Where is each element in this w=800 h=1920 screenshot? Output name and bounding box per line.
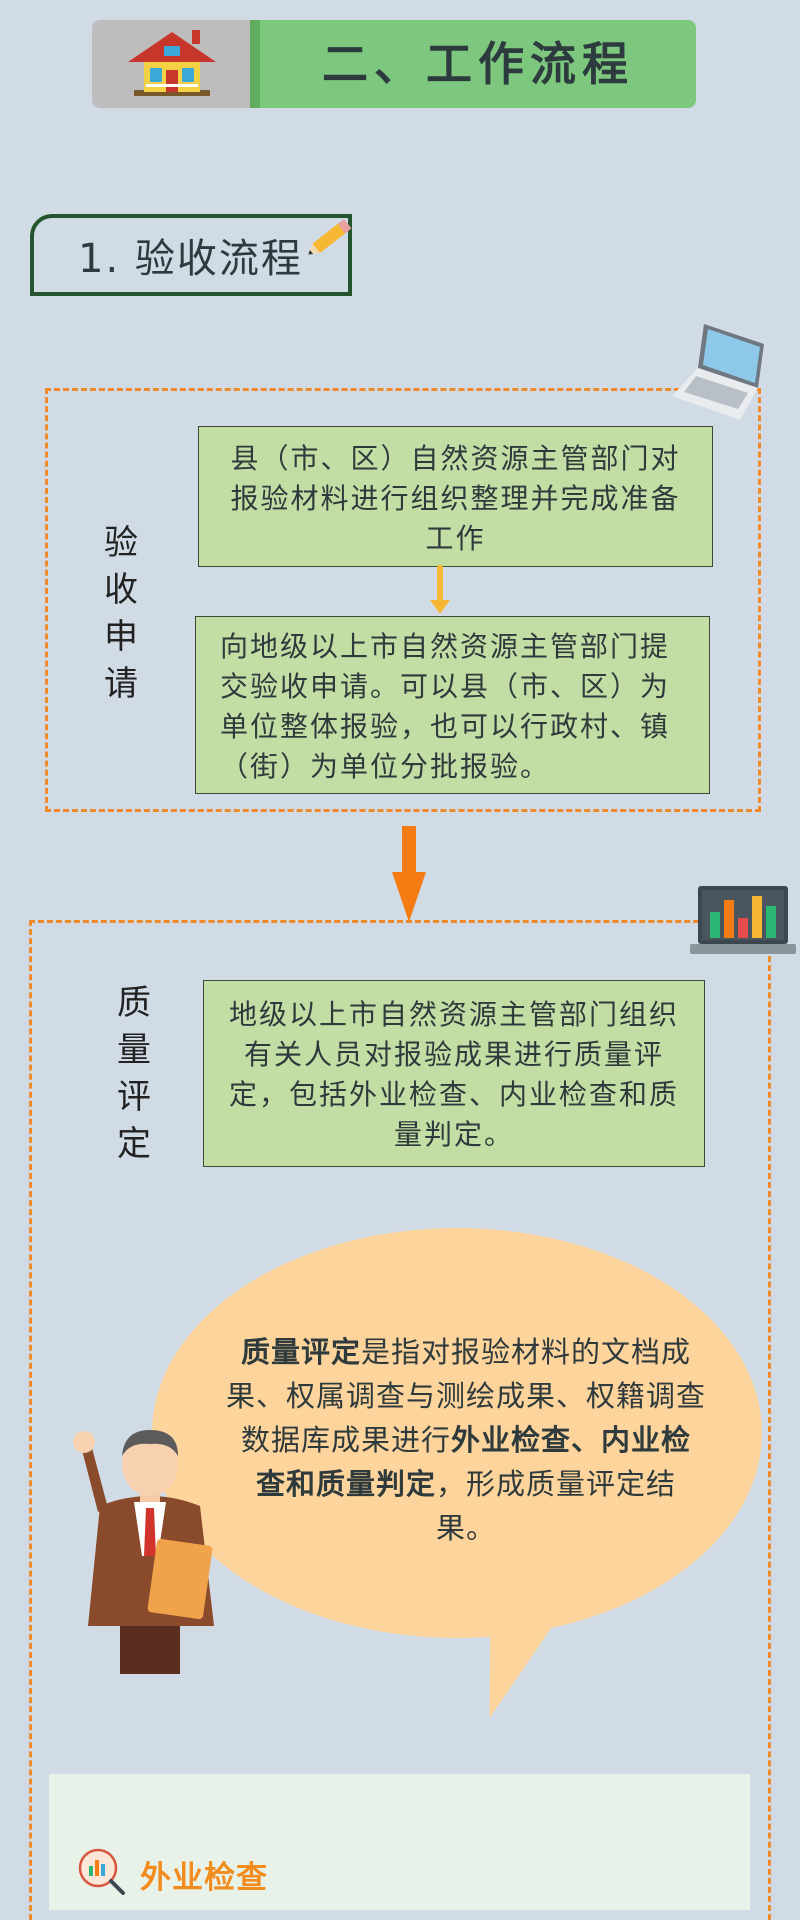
flow-arrow-small-head xyxy=(430,600,450,614)
preparation-box: 县（市、区）自然资源主管部门对报验材料进行组织整理并完成准备工作 xyxy=(198,426,713,567)
evaluation-stage-container xyxy=(29,920,771,1920)
flow-arrow-large xyxy=(402,826,416,876)
page-title: 二、工作流程 xyxy=(322,37,634,91)
application-stage-label: 验 收 申 请 xyxy=(104,523,138,704)
house-icon xyxy=(128,30,216,96)
flow-arrow-small xyxy=(437,565,443,609)
evaluation-stage-label: 质 量 评 定 xyxy=(117,983,151,1164)
evaluation-box: 地级以上市自然资源主管部门组织有关人员对报验成果进行质量评定，包括外业检查、内业… xyxy=(203,980,705,1167)
pencil-icon xyxy=(308,218,352,255)
section-title: 1. 验收流程 xyxy=(78,236,303,282)
speech-bubble xyxy=(152,1228,762,1638)
flow-arrow-large-head xyxy=(392,872,426,922)
businessman-illustration xyxy=(73,1430,214,1674)
section-tab xyxy=(30,214,352,296)
field-inspection-title: 外业检查 xyxy=(140,1860,268,1896)
bar-chart-monitor-icon xyxy=(690,886,796,954)
bubble-text: 质量评定是指对报验材料的文档成果、权属调查与测绘成果、权籍调查数据库成果进行外业… xyxy=(226,1335,707,1545)
laptop-icon xyxy=(672,324,764,420)
field-inspection-panel xyxy=(49,1774,750,1910)
application-stage-container xyxy=(45,388,761,812)
application-box: 向地级以上市自然资源主管部门提交验收申请。可以县（市、区）为单位整体报验，也可以… xyxy=(195,616,710,794)
magnifier-chart-icon xyxy=(78,1848,125,1895)
header-banner: 二、工作流程 xyxy=(92,20,696,108)
